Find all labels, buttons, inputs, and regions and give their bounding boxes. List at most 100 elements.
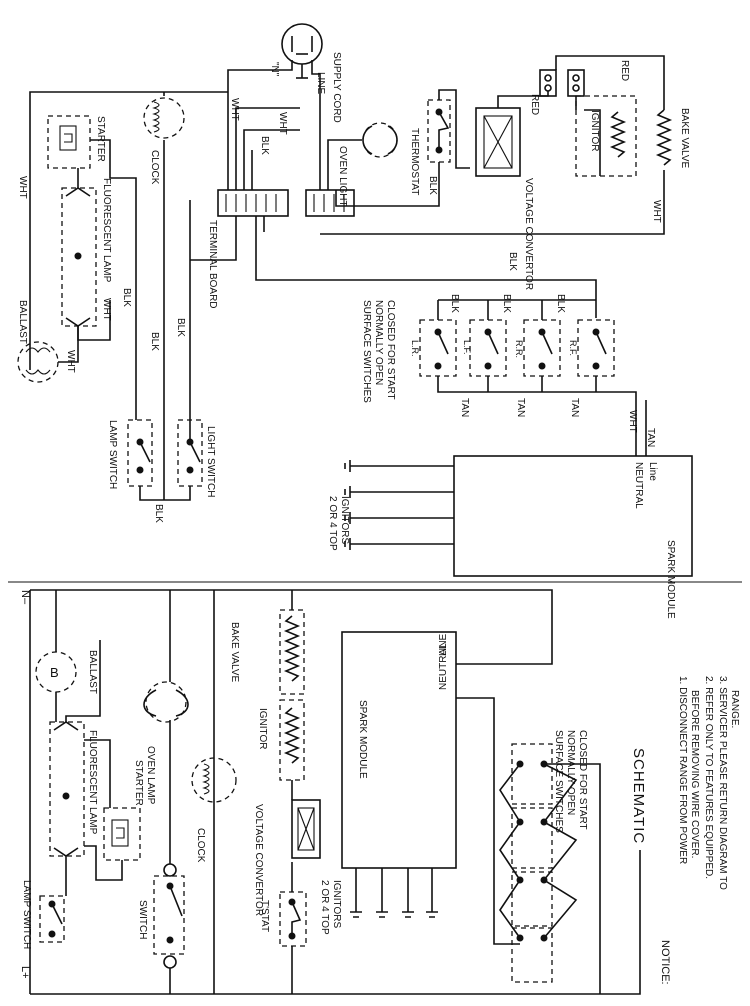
tan-label-3: TAN — [569, 398, 580, 417]
schematic-ballast-icon: B — [35, 651, 77, 693]
tan-label-1: TAN — [459, 398, 470, 417]
ballast-label: BALLAST — [17, 300, 28, 344]
schematic-top-ignitors-icon — [350, 868, 438, 918]
notice-line-5: RANGE. — [729, 690, 740, 728]
oven-light-label: OVEN LIGHT — [337, 146, 348, 207]
surface-switch-lf — [469, 300, 507, 377]
lamp-switch-label: LAMP SWITCH — [107, 420, 118, 489]
switch-code-rr: R.R. — [514, 340, 524, 358]
switch-code-lr: L.R. — [410, 340, 420, 357]
starter-icon — [47, 115, 91, 169]
schematic-voltage-convertor-label: VOLTAGE CONVERTOR — [253, 804, 264, 916]
schematic-top-ignitors-label-2: IGNITORS — [331, 880, 342, 928]
fluorescent-lamp-icon — [61, 187, 97, 327]
schematic-spark-module-label: SPARK MODULE — [357, 700, 368, 779]
supply-cord-label: SUPPLY CORD — [331, 52, 342, 123]
schematic-ballast-label: BALLAST — [87, 650, 98, 694]
schematic-surface-switches-caption-2: NORMALLY OPEN — [565, 730, 576, 815]
schematic-switch-label: SWITCH — [137, 900, 148, 939]
spark-module-box — [453, 455, 693, 577]
schematic-starter-label: STARTER — [133, 760, 144, 806]
ignitor-label: IGNITOR — [589, 110, 600, 151]
ignitor-icon — [575, 95, 637, 177]
schematic-oven-lamp-label: OVEN LAMP — [145, 746, 156, 805]
notice-heading: NOTICE: — [659, 940, 671, 985]
blk-label-mid-2: BLK — [175, 318, 186, 337]
blk-label-sw-3: BLK — [555, 294, 566, 313]
clock-label: CLOCK — [149, 150, 160, 185]
spark-module-label-upper: SPARK MODULE — [665, 540, 676, 619]
schematic-ignitor-icon — [279, 699, 305, 781]
top-ignitors-label-1: 2 OR 4 TOP — [327, 496, 338, 551]
surface-switch-rf — [577, 319, 615, 377]
top-ignitors-icon — [344, 460, 454, 550]
schematic-lamp-switch-label: LAMP SWITCH — [21, 880, 32, 949]
schematic-fluorescent-lamp-icon — [49, 721, 85, 857]
schematic-oven-lamp-icon — [143, 681, 189, 723]
wht-label-spark: WHT — [627, 410, 638, 433]
surface-switches-caption-1: SURFACE SWITCHES — [361, 300, 372, 403]
oven-light-icon — [362, 122, 398, 158]
blk-label-lamp: BLK — [121, 288, 132, 307]
schematic-spark-module-box — [341, 631, 457, 869]
notice-block: NOTICE: 1. DISCONNECT RANGE FROM POWER B… — [659, 676, 740, 985]
wht-label-ballast: WHT — [65, 350, 76, 373]
notice-line-1: 1. DISCONNECT RANGE FROM POWER — [677, 676, 688, 864]
blk-label-sw-2: BLK — [501, 294, 512, 313]
n-minus-label: N– — [19, 590, 31, 605]
schematic-surface-switches-caption-3: CLOSED FOR START — [577, 730, 588, 830]
schematic-clock-label: CLOCK — [195, 828, 206, 863]
lamp-switch-icon — [127, 419, 153, 487]
bake-valve-icon — [655, 109, 673, 166]
schematic: L+ N– LAMP SWITCH FLUORESCENT LAMP START… — [19, 589, 647, 995]
blk-label-bottom: BLK — [153, 504, 164, 523]
surface-switches-caption-3: CLOSED FOR START — [385, 300, 396, 400]
tan-label-4: TAN — [645, 428, 656, 447]
switch-code-lf: L.F. — [462, 340, 472, 355]
schematic-top-ignitors-label-1: 2 OR 4 TOP — [319, 880, 330, 935]
surface-switches-caption-2: NORMALLY OPEN — [373, 300, 384, 385]
top-ignitors-label-2: IGNITORS — [339, 496, 350, 544]
schematic-ignitor-label: IGNITOR — [257, 708, 268, 749]
clock-coil-icon — [143, 97, 185, 139]
schematic-clock-icon — [191, 757, 237, 803]
thermostat-icon — [427, 99, 451, 163]
wht-label-lamp: WHT — [101, 298, 112, 321]
supply-plug-icon — [281, 23, 323, 79]
schematic-voltage-convertor-icon — [291, 799, 321, 859]
wht-label-mid: WHT — [277, 112, 288, 135]
schematic-line-label: LINE — [438, 633, 449, 656]
red-label-2: RED — [619, 60, 630, 81]
wiring-diagram-upper: "N" LINE SUPPLY CORD WHT CLOCK WHT WHT B… — [17, 23, 693, 619]
line-label-upper: Line — [647, 462, 658, 481]
blk-label-bus: BLK — [507, 252, 518, 271]
ballast-icon — [17, 341, 59, 383]
terminal-board — [217, 189, 355, 217]
schematic-title: SCHEMATIC — [630, 748, 647, 844]
schematic-switch-icon — [153, 863, 185, 969]
notice-line-3: 2. REFER ONLY TO FEATURES EQUIPPED. — [703, 676, 714, 879]
fluorescent-lamp-label: FLUORESCENT LAMP — [101, 178, 112, 283]
tan-label-2: TAN — [515, 398, 526, 417]
schematic-tstat-label: T'STAT — [259, 900, 270, 932]
schematic-neutral-label: NEUTRAL — [438, 643, 449, 690]
blk-label-top: BLK — [259, 136, 270, 155]
schematic-starter-icon — [103, 807, 141, 861]
red-label-1: RED — [529, 94, 540, 115]
schematic-bake-valve-label: BAKE VALVE — [229, 622, 240, 683]
blk-label-mid-1: BLK — [149, 332, 160, 351]
voltage-convertor-icon — [475, 107, 521, 177]
schematic-lamp-switch-icon — [39, 895, 65, 943]
wht-label-bake: WHT — [651, 200, 662, 223]
switch-code-rf: R.F. — [568, 340, 578, 356]
schematic-surface-switches — [493, 743, 601, 994]
starter-label: STARTER — [95, 116, 106, 162]
schematic-tstat-icon — [279, 891, 307, 947]
schematic-ballast-code: B — [50, 665, 59, 680]
blk-label-sw-1: BLK — [449, 294, 460, 313]
schematic-surface-switches-caption-1: SURFACE SWITCHES — [553, 730, 564, 833]
red-connector-icon — [539, 69, 585, 97]
thermostat-label: THERMOSTAT — [409, 128, 420, 195]
notice-line-2: BEFORE REMOVING WIRE COVER. — [689, 690, 700, 858]
